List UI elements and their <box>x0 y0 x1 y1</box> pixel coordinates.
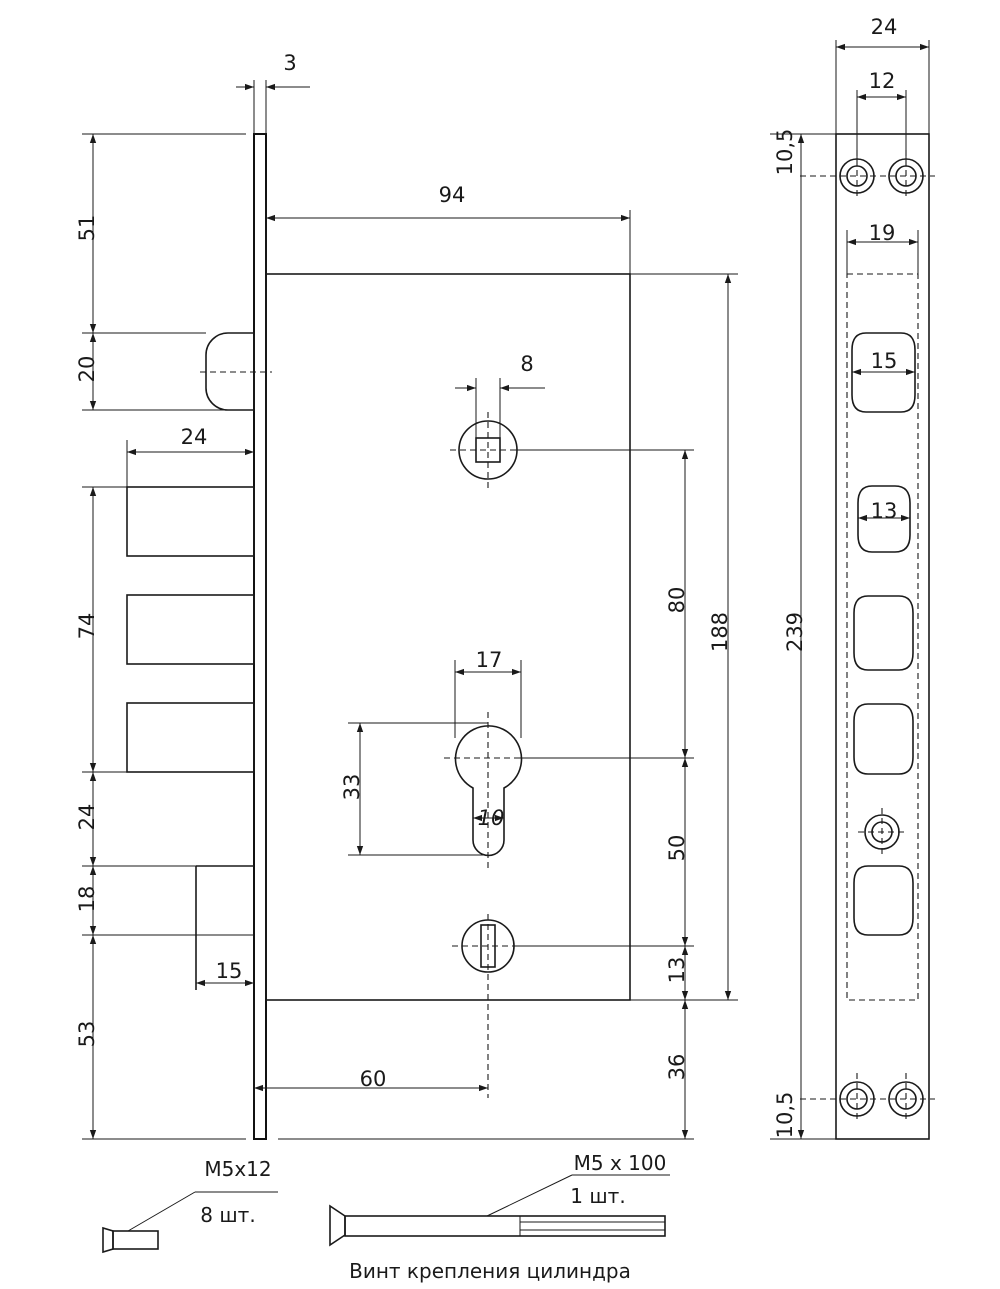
long-screw-group: M5 х 100 1 шт. Винт крепления цилиндра <box>329 1151 670 1283</box>
center-hole <box>858 808 906 856</box>
dim-cylinder-height: 33 <box>340 774 364 801</box>
dim-lower-slot: 13 <box>871 499 898 523</box>
dim-cylinder-pin: 10 <box>478 806 505 830</box>
dim-plate-width: 24 <box>871 15 898 39</box>
dim-lower-height: 18 <box>75 886 99 913</box>
long-screw-caption: Винт крепления цилиндра <box>349 1259 631 1283</box>
dim-lower-to-body-bottom: 13 <box>665 957 689 984</box>
long-screw-spec: M5 х 100 <box>574 1151 667 1175</box>
dim-bottom-offset: 53 <box>75 1021 99 1048</box>
dim-spindle-to-cylinder: 80 <box>665 587 689 614</box>
dim-window-width: 19 <box>869 221 896 245</box>
short-screw-group: M5x12 8 шт. <box>102 1157 278 1254</box>
lock-body <box>265 273 631 1001</box>
dim-latch-slot: 15 <box>871 349 898 373</box>
short-screw-spec: M5x12 <box>204 1157 271 1181</box>
faceplate-view: 24 12 19 15 13 239 10,5 10,5 <box>770 15 935 1140</box>
deadbolt-2 <box>126 594 255 665</box>
short-screw-shank <box>112 1230 159 1250</box>
dim-screw-top-offset: 10,5 <box>773 129 797 176</box>
dim-body-width: 94 <box>439 183 466 207</box>
long-screw-shank <box>344 1215 666 1237</box>
dim-latch-height: 20 <box>75 356 99 383</box>
faceplate <box>253 133 267 1140</box>
dim-bolt-throw: 24 <box>181 425 208 449</box>
dim-plate-length: 239 <box>783 612 807 652</box>
long-screw-head <box>329 1204 346 1247</box>
bottom-screw-holes <box>800 1073 935 1123</box>
top-screw-holes <box>800 150 935 200</box>
dim-bolts-span: 74 <box>75 613 99 640</box>
long-screw-qty: 1 шт. <box>570 1184 625 1208</box>
cylinder-opening <box>444 712 532 868</box>
faceplate-strip <box>835 133 930 1140</box>
dim-top-to-latch: 51 <box>75 215 99 242</box>
bolt-slot-1 <box>853 595 914 671</box>
dim-cylinder-width: 17 <box>476 648 503 672</box>
spindle-hole <box>450 412 526 488</box>
dim-body-height: 188 <box>708 612 732 652</box>
lower-bolt <box>195 865 254 990</box>
dim-lower-offset: 15 <box>216 959 243 983</box>
lower-spindle-hole <box>452 914 524 1098</box>
short-screw-qty: 8 шт. <box>200 1203 255 1227</box>
dim-cylinder-to-lower: 50 <box>665 835 689 862</box>
dim-faceplate-thickness: 3 <box>283 51 296 75</box>
lock-body-view: 3 51 20 74 24 18 53 24 15 94 8 17 <box>75 51 738 1140</box>
dim-screw-bottom-offset: 10,5 <box>773 1092 797 1139</box>
dim-backset: 60 <box>360 1067 387 1091</box>
deadbolt-1 <box>126 486 255 557</box>
dim-spindle-square: 8 <box>520 352 533 376</box>
latch-slot <box>851 332 916 413</box>
deadbolt-3 <box>126 702 255 773</box>
dim-screw-spacing: 12 <box>869 69 896 93</box>
lower-latch-slot <box>857 485 911 553</box>
faceplate-window <box>846 273 919 1001</box>
dim-bolts-to-lower: 24 <box>75 804 99 831</box>
dim-body-bottom-to-plate: 36 <box>665 1054 689 1081</box>
bolt-slot-3 <box>853 865 914 936</box>
bolt-slot-2 <box>853 703 914 775</box>
short-screw-head <box>102 1226 114 1254</box>
